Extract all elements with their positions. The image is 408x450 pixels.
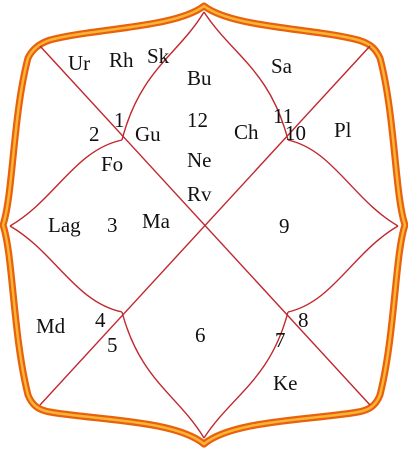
house-12: 12 (187, 110, 208, 131)
planet-ur: Ur (68, 53, 90, 74)
house-10: 10 (285, 123, 306, 144)
planet-ch: Ch (234, 122, 259, 143)
planet-sk: Sk (147, 46, 169, 67)
diamond-curve-right-top (288, 140, 398, 226)
house-2: 2 (89, 124, 100, 145)
planet-rv: Rv (187, 184, 212, 205)
house-1: 1 (114, 110, 125, 131)
house-7: 7 (275, 330, 286, 351)
house-4: 4 (95, 310, 106, 331)
house-3: 3 (107, 215, 118, 236)
house-5: 5 (107, 335, 118, 356)
house-6: 6 (195, 325, 206, 346)
planet-ke: Ke (273, 373, 298, 394)
planet-md: Md (36, 316, 65, 337)
planet-rh: Rh (109, 50, 134, 71)
planet-fo: Fo (101, 154, 123, 175)
planet-lag: Lag (48, 215, 81, 236)
planet-gu: Gu (135, 124, 161, 145)
house-9: 9 (279, 216, 290, 237)
planet-pl: Pl (334, 120, 352, 141)
house-8: 8 (298, 310, 309, 331)
planet-ne: Ne (187, 150, 212, 171)
planet-bu: Bu (187, 68, 212, 89)
planet-ma: Ma (142, 211, 170, 232)
diamond-curve-left-bottom (10, 226, 122, 312)
planet-sa: Sa (271, 56, 292, 77)
diamond-curve-right-bottom (288, 226, 398, 312)
